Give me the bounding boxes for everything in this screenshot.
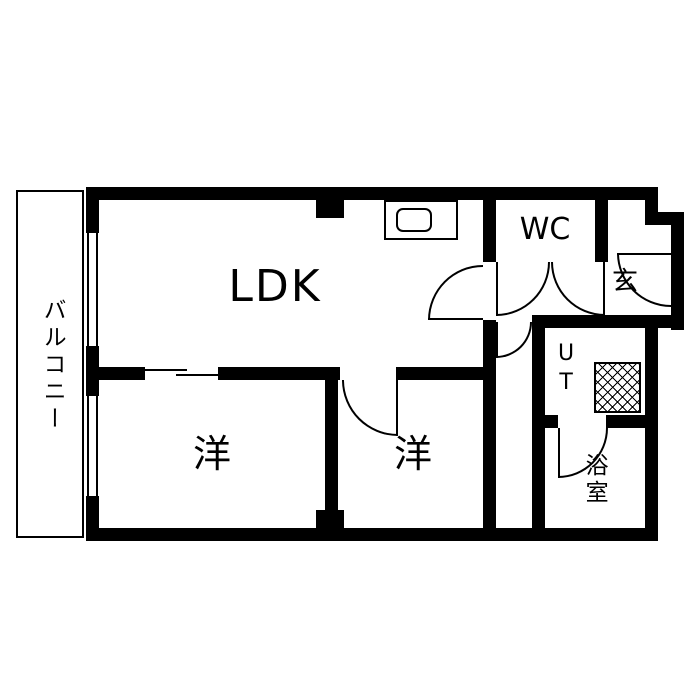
wc-door-arc-icon: [496, 262, 550, 316]
wall-right-upper: [671, 212, 684, 330]
balcony-label: バルコニー: [39, 297, 66, 433]
wall-room-divider-a: [99, 367, 145, 380]
ldk-door-arc-icon: [428, 265, 483, 320]
wall-top: [86, 187, 658, 200]
hall-door-arc-icon: [551, 262, 605, 316]
ldk-label: LDK: [228, 260, 322, 312]
wc-label: WC: [519, 212, 571, 248]
kitchen-counter-icon: [384, 200, 458, 240]
wall-bedroom-divider: [325, 380, 338, 528]
wall-left-block-mid: [86, 346, 99, 396]
window-ldk-line: [96, 233, 98, 346]
wall-utility-bath-divider-b: [606, 415, 645, 428]
corridor-door-arc-icon: [496, 322, 532, 358]
kitchen-sink-icon: [396, 208, 432, 232]
wall-ldk-corridor-lower: [483, 320, 496, 541]
utility-label: UT: [553, 341, 579, 399]
wall-utility-bath-divider-a: [545, 415, 558, 428]
balcony-outline: [16, 190, 84, 538]
sliding-door-line: [145, 369, 187, 371]
pillar-top: [316, 200, 344, 218]
window-ldk-line: [87, 233, 89, 346]
bath-label: 浴室: [581, 453, 608, 507]
wall-utility-bath-left: [532, 315, 545, 541]
wall-room-divider-b: [218, 367, 340, 380]
bedroom1-label: 洋: [192, 432, 231, 477]
window-bedroom1-line: [96, 396, 98, 496]
window-bedroom1-line: [87, 396, 89, 496]
pillar-bottom: [316, 510, 344, 528]
bedroom2-label: 洋: [393, 432, 432, 477]
wall-ldk-corridor-upper: [483, 200, 496, 262]
sliding-door-line: [176, 374, 218, 376]
wall-left-block-top: [86, 187, 99, 233]
wall-wc-right: [595, 200, 608, 262]
wall-room-divider-c: [396, 367, 483, 380]
wall-utility-top: [545, 315, 645, 328]
wall-bottom: [86, 528, 658, 541]
entrance-label: 玄: [611, 267, 638, 298]
wall-left-block-bottom: [86, 496, 99, 541]
washer-pad-icon: [594, 362, 641, 413]
wall-right-lower: [645, 315, 658, 541]
